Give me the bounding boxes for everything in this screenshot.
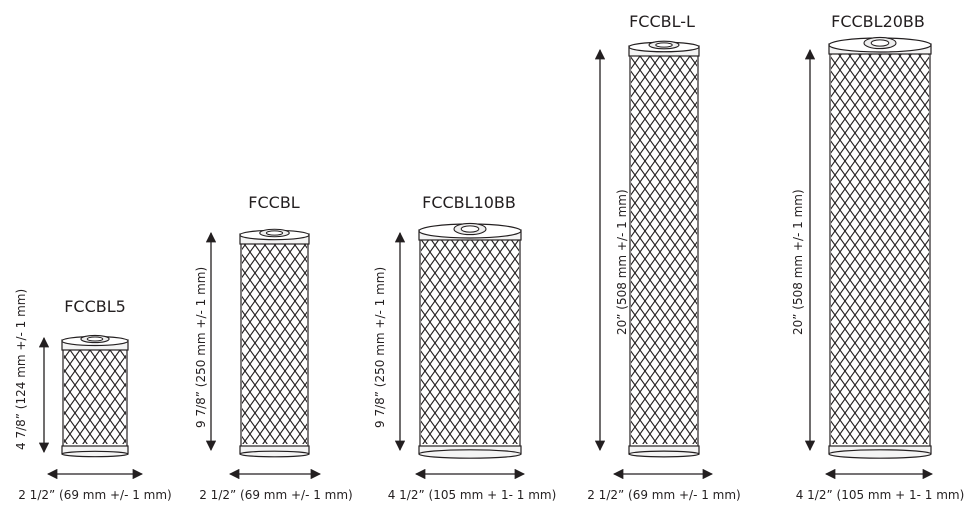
bottom-cap-rim — [418, 449, 522, 459]
width-label: 4 1/2” (105 mm + 1- 1 mm) — [796, 488, 965, 502]
bottom-cap-rim — [828, 449, 932, 459]
height-label: 20” (508 mm +/- 1 mm) — [615, 189, 629, 335]
filter-cartridge — [828, 36, 932, 459]
filter-name: FCCBL-L — [629, 12, 695, 31]
height-label: 9 7/8” (250 mm +/- 1 mm) — [194, 267, 208, 428]
center-opening — [460, 225, 480, 233]
filter-name: FCCBL10BB — [422, 193, 516, 212]
filter-fccbl5: FCCBL5 4 7/8” (124 mm +/- 1 mm) 2 1/2” (… — [14, 289, 172, 502]
filter-fccbl20bb: FCCBL20BB 20” (508 mm +/- 1 mm) 4 1/2” (… — [791, 12, 964, 502]
width-label: 2 1/2” (69 mm +/- 1 mm) — [199, 488, 353, 502]
filter-fccbl-l: FCCBL-L 20” (508 mm +/- 1 mm) 2 1/2” (69… — [587, 12, 741, 502]
cartridge-mesh — [242, 244, 307, 444]
center-opening — [655, 42, 673, 48]
bottom-cap-rim — [628, 450, 700, 458]
height-label: 20” (508 mm +/- 1 mm) — [791, 189, 805, 335]
filter-cartridge — [61, 334, 129, 458]
cartridge-mesh — [64, 350, 126, 444]
height-label: 9 7/8” (250 mm +/- 1 mm) — [373, 267, 387, 428]
cartridge-mesh — [421, 240, 519, 444]
width-label: 2 1/2” (69 mm +/- 1 mm) — [18, 488, 172, 502]
filter-fccbl: FCCBL 9 7/8” (250 mm +/- 1 mm) 2 1/2” (6… — [194, 193, 353, 502]
center-opening — [86, 336, 104, 342]
filter-name: FCCBL5 — [64, 297, 126, 316]
filter-name: FCCBL20BB — [831, 12, 925, 31]
filter-name: FCCBL — [248, 193, 300, 212]
bottom-cap-rim — [61, 450, 129, 458]
width-label: 4 1/2” (105 mm + 1- 1 mm) — [388, 488, 557, 502]
filter-fccbl10bb: FCCBL10BB 9 7/8” (250 mm +/- 1 mm) 4 1/2… — [373, 193, 556, 502]
filter-cartridge — [239, 228, 310, 458]
center-opening — [265, 230, 284, 236]
cartridge-mesh — [631, 56, 697, 444]
filter-cartridge — [418, 222, 522, 459]
cartridge-mesh — [831, 54, 929, 444]
height-label: 4 7/8” (124 mm +/- 1 mm) — [14, 289, 28, 450]
bottom-cap-rim — [239, 450, 310, 458]
width-label: 2 1/2” (69 mm +/- 1 mm) — [587, 488, 741, 502]
filter-cartridge — [628, 40, 700, 458]
center-opening — [870, 39, 890, 47]
